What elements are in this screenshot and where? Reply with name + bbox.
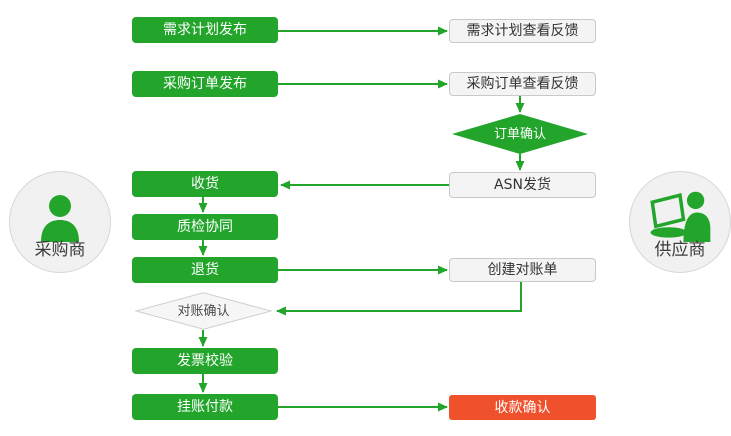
step-payment: 挂账付款 — [132, 394, 278, 420]
decision-order-confirm: 订单确认 — [452, 114, 588, 154]
step-po-feedback: 采购订单查看反馈 — [449, 72, 596, 96]
decision-recon-confirm: 对账确认 — [135, 292, 272, 330]
person-icon — [41, 195, 79, 242]
step-return-goods: 退货 — [132, 257, 278, 283]
arrow-statement-to-recon-confirm — [276, 281, 522, 316]
actor-supplier-label: 供应商 — [654, 240, 706, 260]
decision-order-confirm-label: 订单确认 — [493, 126, 546, 142]
actor-buyer-label: 采购商 — [34, 240, 86, 260]
actor-supplier: 供应商 — [629, 171, 731, 273]
step-quality-check: 质检协同 — [132, 214, 278, 240]
step-asn-shipping: ASN发货 — [449, 172, 596, 198]
step-receiving: 收货 — [132, 171, 278, 197]
step-invoice-check: 发票校验 — [132, 348, 278, 374]
step-po-publish: 采购订单发布 — [132, 71, 278, 97]
person-laptop-icon — [650, 191, 711, 242]
step-create-statement: 创建对账单 — [449, 258, 596, 282]
step-demand-plan-publish: 需求计划发布 — [132, 17, 278, 43]
step-demand-plan-feedback: 需求计划查看反馈 — [449, 19, 596, 43]
decision-recon-confirm-label: 对账确认 — [177, 303, 230, 319]
step-collection-confirm: 收款确认 — [449, 395, 596, 420]
actor-buyer: 采购商 — [9, 171, 111, 273]
